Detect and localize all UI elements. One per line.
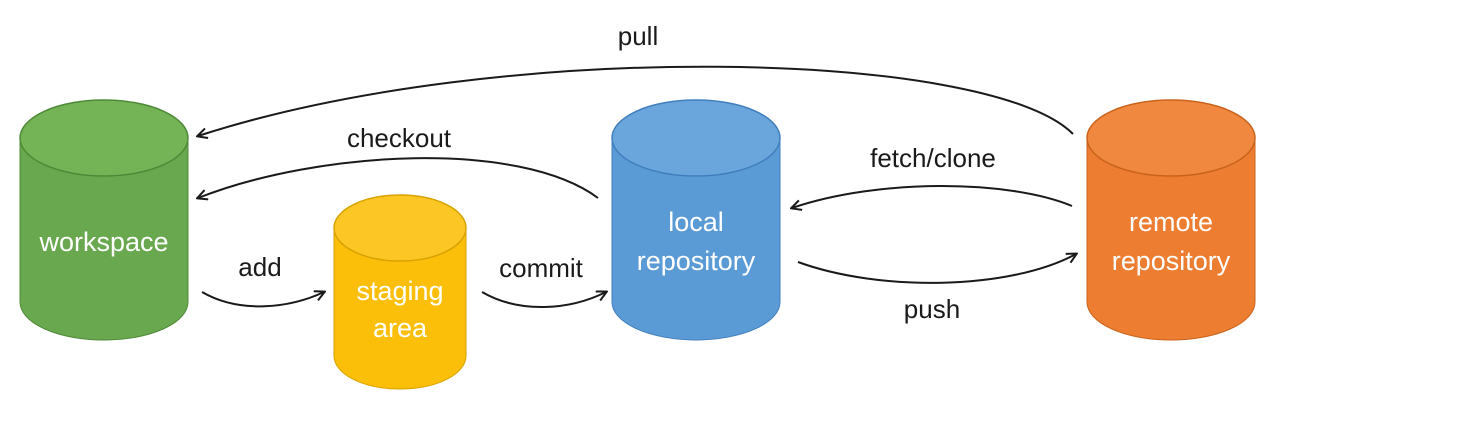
- workspace-top: [19, 99, 189, 177]
- local-label-line2: repository: [637, 246, 756, 276]
- workspace-cylinder: workspace: [19, 99, 189, 341]
- workspace-label: workspace: [38, 227, 168, 257]
- push-label: push: [904, 294, 960, 324]
- remote-top: [1086, 99, 1256, 177]
- staging-top: [333, 194, 467, 262]
- local-body: [611, 137, 781, 341]
- local-label-line1: local: [668, 207, 724, 237]
- remote-body: [1086, 137, 1256, 341]
- commit-label: commit: [499, 253, 584, 283]
- local-repository-cylinder: local repository: [611, 99, 781, 341]
- workspace-body: [19, 137, 189, 341]
- fetch-clone-label: fetch/clone: [870, 143, 996, 173]
- add-arrow: [201, 292, 324, 308]
- push-arrow: [797, 254, 1076, 284]
- checkout-arrow: [198, 157, 599, 198]
- staging-body: [333, 227, 467, 390]
- local-top: [611, 99, 781, 177]
- staging-label-line1: staging: [356, 276, 443, 306]
- staging-label-line2: area: [373, 313, 428, 343]
- pull-label: pull: [618, 21, 658, 51]
- remote-repository-cylinder: remote repository: [1086, 99, 1256, 341]
- remote-label-line1: remote: [1129, 207, 1213, 237]
- remote-label-line2: repository: [1112, 246, 1231, 276]
- add-label: add: [238, 252, 281, 282]
- commit-arrow: [481, 292, 606, 308]
- pull-arrow: [198, 65, 1074, 136]
- staging-area-cylinder: staging area: [333, 194, 467, 390]
- fetch-clone-arrow: [792, 185, 1073, 208]
- checkout-label: checkout: [347, 123, 452, 153]
